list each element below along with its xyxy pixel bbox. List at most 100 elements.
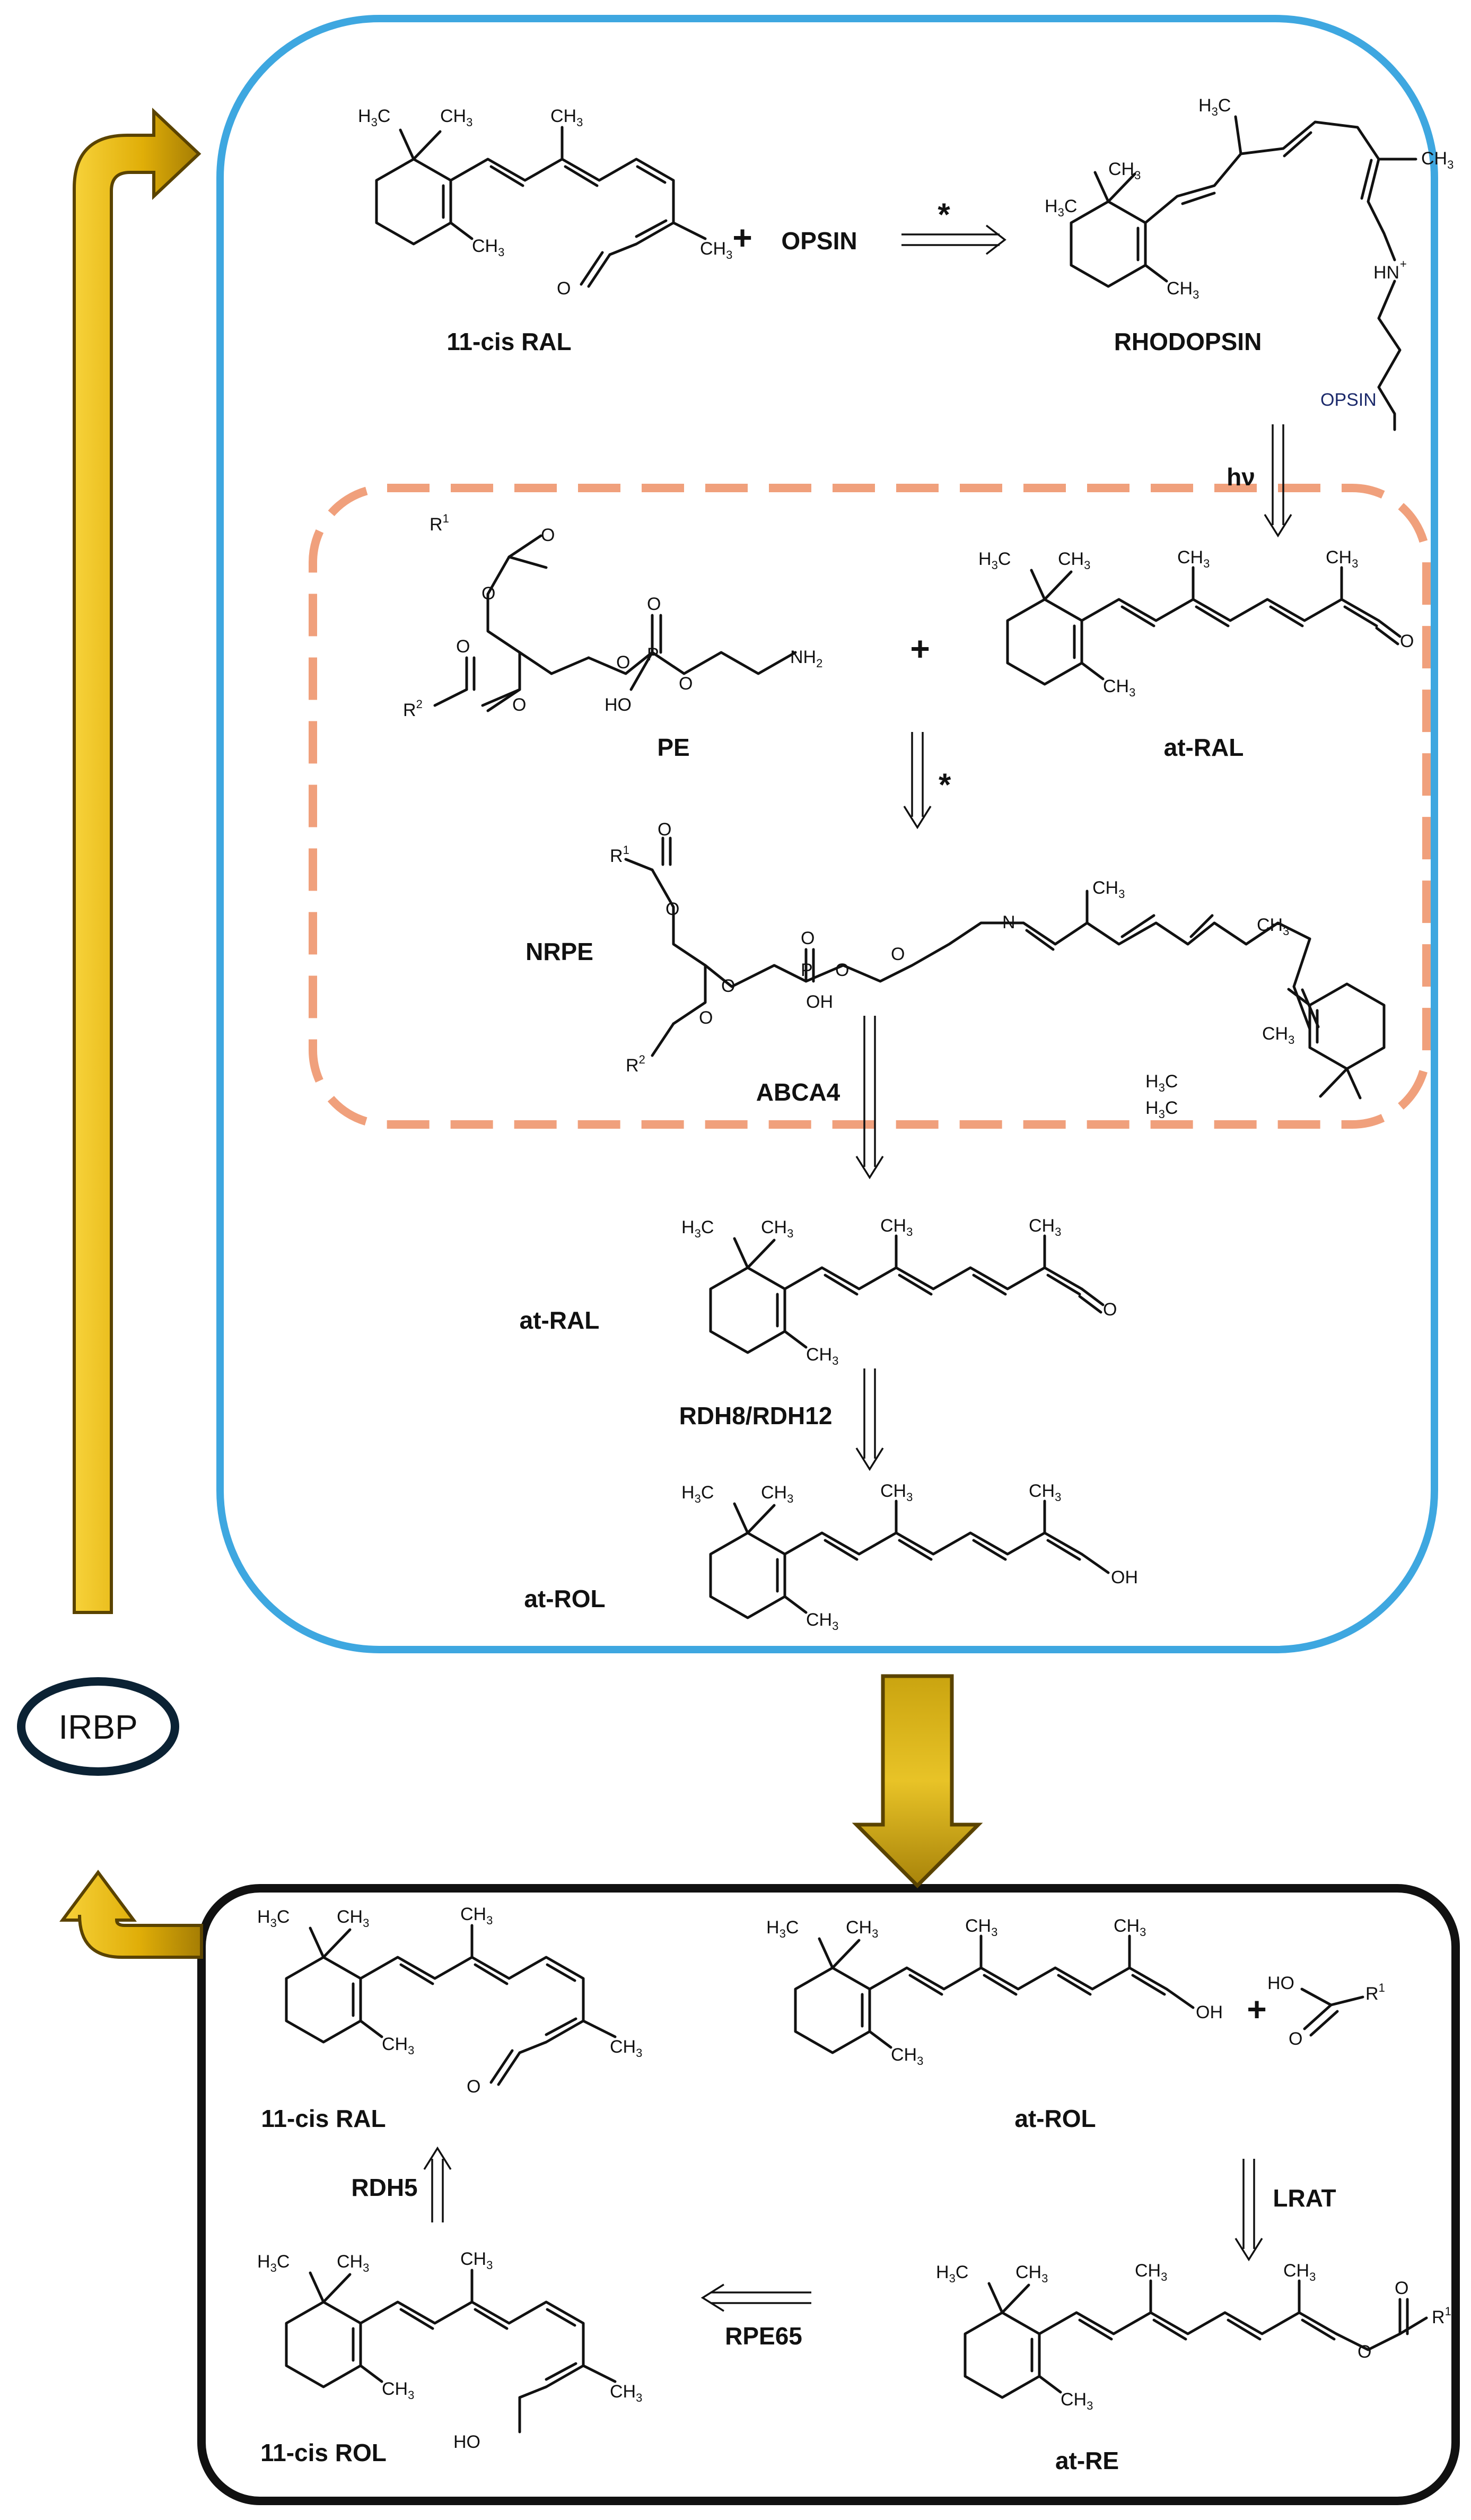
svg-text:CH3: CH3 [1257,915,1289,938]
svg-text:O: O [647,594,661,614]
svg-text:R2: R2 [403,697,423,720]
svg-text:CH3: CH3 [1177,547,1210,570]
svg-text:O: O [557,278,571,299]
svg-text:CH3: CH3 [806,1610,838,1633]
svg-text:O: O [467,2077,480,2097]
photoreceptor-compartment [216,15,1438,1653]
svg-text:R1: R1 [1432,2305,1451,2327]
svg-text:H3C: H3C [358,106,390,129]
label-rhodopsin: RHODOPSIN [1114,328,1262,355]
transport-arrow-down [852,1674,983,1888]
label-pe: PE [657,734,689,761]
svg-text:O: O [1289,2029,1302,2049]
svg-text:CH3: CH3 [880,1481,913,1504]
svg-text:OH: OH [1196,2002,1223,2022]
label-at-ral-1: at-RAL [1164,734,1244,761]
svg-text:CH3: CH3 [880,1216,913,1239]
rpe-compartment [197,1884,1460,2505]
svg-text:R1: R1 [610,843,629,866]
svg-text:O: O [666,899,679,919]
svg-text:+: + [1400,257,1407,271]
svg-text:H3C: H3C [257,2252,290,2274]
svg-text:P: P [801,960,813,980]
arrow-lrat-esterification [1234,2159,1263,2262]
svg-text:CH3: CH3 [1167,278,1199,301]
svg-text:P: P [647,644,659,665]
structure-at-ral-nrpe-box: CH3 CH3 CH3 H3C CH3 O [978,547,1414,699]
svg-text:N: N [1002,912,1015,932]
svg-text:CH3: CH3 [610,2382,642,2404]
svg-text:CH3: CH3 [1103,676,1135,699]
svg-text:CH3: CH3 [1092,878,1125,901]
svg-text:CH3: CH3 [1421,149,1454,171]
structure-nrpe: R1 O O O R2 O P O OH O O N CH3 CH3 H3C H… [610,819,1384,1121]
svg-text:CH3: CH3 [460,2249,493,2272]
svg-text:CH3: CH3 [1061,2390,1093,2412]
svg-text:CH3: CH3 [1058,549,1090,572]
svg-text:CH3: CH3 [1029,1481,1061,1504]
svg-text:NH2: NH2 [790,647,822,670]
svg-text:CH3: CH3 [610,2037,642,2060]
label-opsin: OPSIN [781,227,857,255]
svg-text:O: O [512,695,526,715]
label-rpe65: RPE65 [725,2322,802,2350]
arrow-rdh5-oxidation [423,2146,452,2222]
structure-pe: R1 O O R2 O O O P O HO O NH2 [403,512,822,720]
svg-text:O: O [679,674,693,694]
svg-text:CH3: CH3 [1283,2261,1316,2283]
arrow-rpe65-isomerization [701,2283,811,2312]
svg-text:O: O [721,976,735,996]
svg-text:CH3: CH3 [846,1917,878,1940]
irbp-label: IRBP [58,1708,137,1746]
svg-text:CH3: CH3 [965,1916,997,1939]
svg-text:CH3: CH3 [761,1483,793,1505]
transport-arrow-up [73,108,202,1614]
label-light: hν [1227,463,1255,491]
svg-text:H3C: H3C [766,1917,799,1940]
irbp-node: IRBP [17,1677,179,1776]
structure-rhodopsin: H3C CH3 CH3 H3C CH3 HN + OPSIN [1045,95,1454,431]
svg-text:R1: R1 [430,512,449,535]
svg-text:O: O [699,1008,713,1028]
svg-text:OH: OH [1111,1567,1138,1588]
svg-text:O: O [891,944,905,964]
structure-at-rol-1: CH3 CH3 CH3 H3C CH3 OH [681,1481,1138,1633]
svg-text:O: O [541,525,555,545]
svg-text:O: O [1358,2342,1371,2362]
svg-text:CH3: CH3 [337,2252,369,2274]
svg-text:CH3: CH3 [382,2379,414,2402]
structure-fatty-acid: HO O R1 [1267,1973,1385,2049]
label-11-cis-ral-bottom: 11-cis RAL [261,2105,386,2132]
structure-11-cis-rol: CH3 CH3 CH3 H3C CH3 HO [257,2249,642,2452]
svg-text:O: O [801,928,815,948]
svg-text:H3C: H3C [936,2262,968,2285]
svg-text:O: O [1103,1300,1117,1320]
svg-text:H3C: H3C [681,1217,714,1240]
reaction-mark-2: * [939,767,951,803]
label-at-rol-1: at-ROL [524,1585,605,1612]
svg-text:H3C: H3C [1145,1071,1178,1094]
transport-arrow-return [59,1869,203,1959]
svg-text:CH3: CH3 [806,1345,838,1367]
svg-text:HN: HN [1373,263,1399,283]
plus-sign-3: + [1247,1990,1266,2028]
svg-text:CH3: CH3 [761,1217,793,1240]
svg-text:CH3: CH3 [700,239,732,261]
nrpe-compartment [309,484,1431,1129]
svg-text:CH3: CH3 [1029,1216,1061,1239]
svg-text:O: O [1395,2278,1408,2298]
reaction-mark-1: * [938,197,950,232]
svg-text:CH3: CH3 [891,2045,923,2068]
plus-sign-2: + [910,630,930,668]
arrow-rdh8-reduction [855,1368,884,1471]
svg-text:CH3: CH3 [1262,1024,1294,1047]
svg-text:CH3: CH3 [337,1907,369,1930]
svg-text:O: O [1400,631,1414,651]
arrow-opsin-binding [901,224,1006,255]
svg-text:H3C: H3C [681,1483,714,1505]
structure-at-re: CH3 CH3 CH3 H3C CH3 O O R1 [936,2261,1451,2412]
label-at-re: at-RE [1055,2447,1119,2474]
svg-text:CH3: CH3 [1326,547,1358,570]
svg-text:CH3: CH3 [1108,159,1141,182]
